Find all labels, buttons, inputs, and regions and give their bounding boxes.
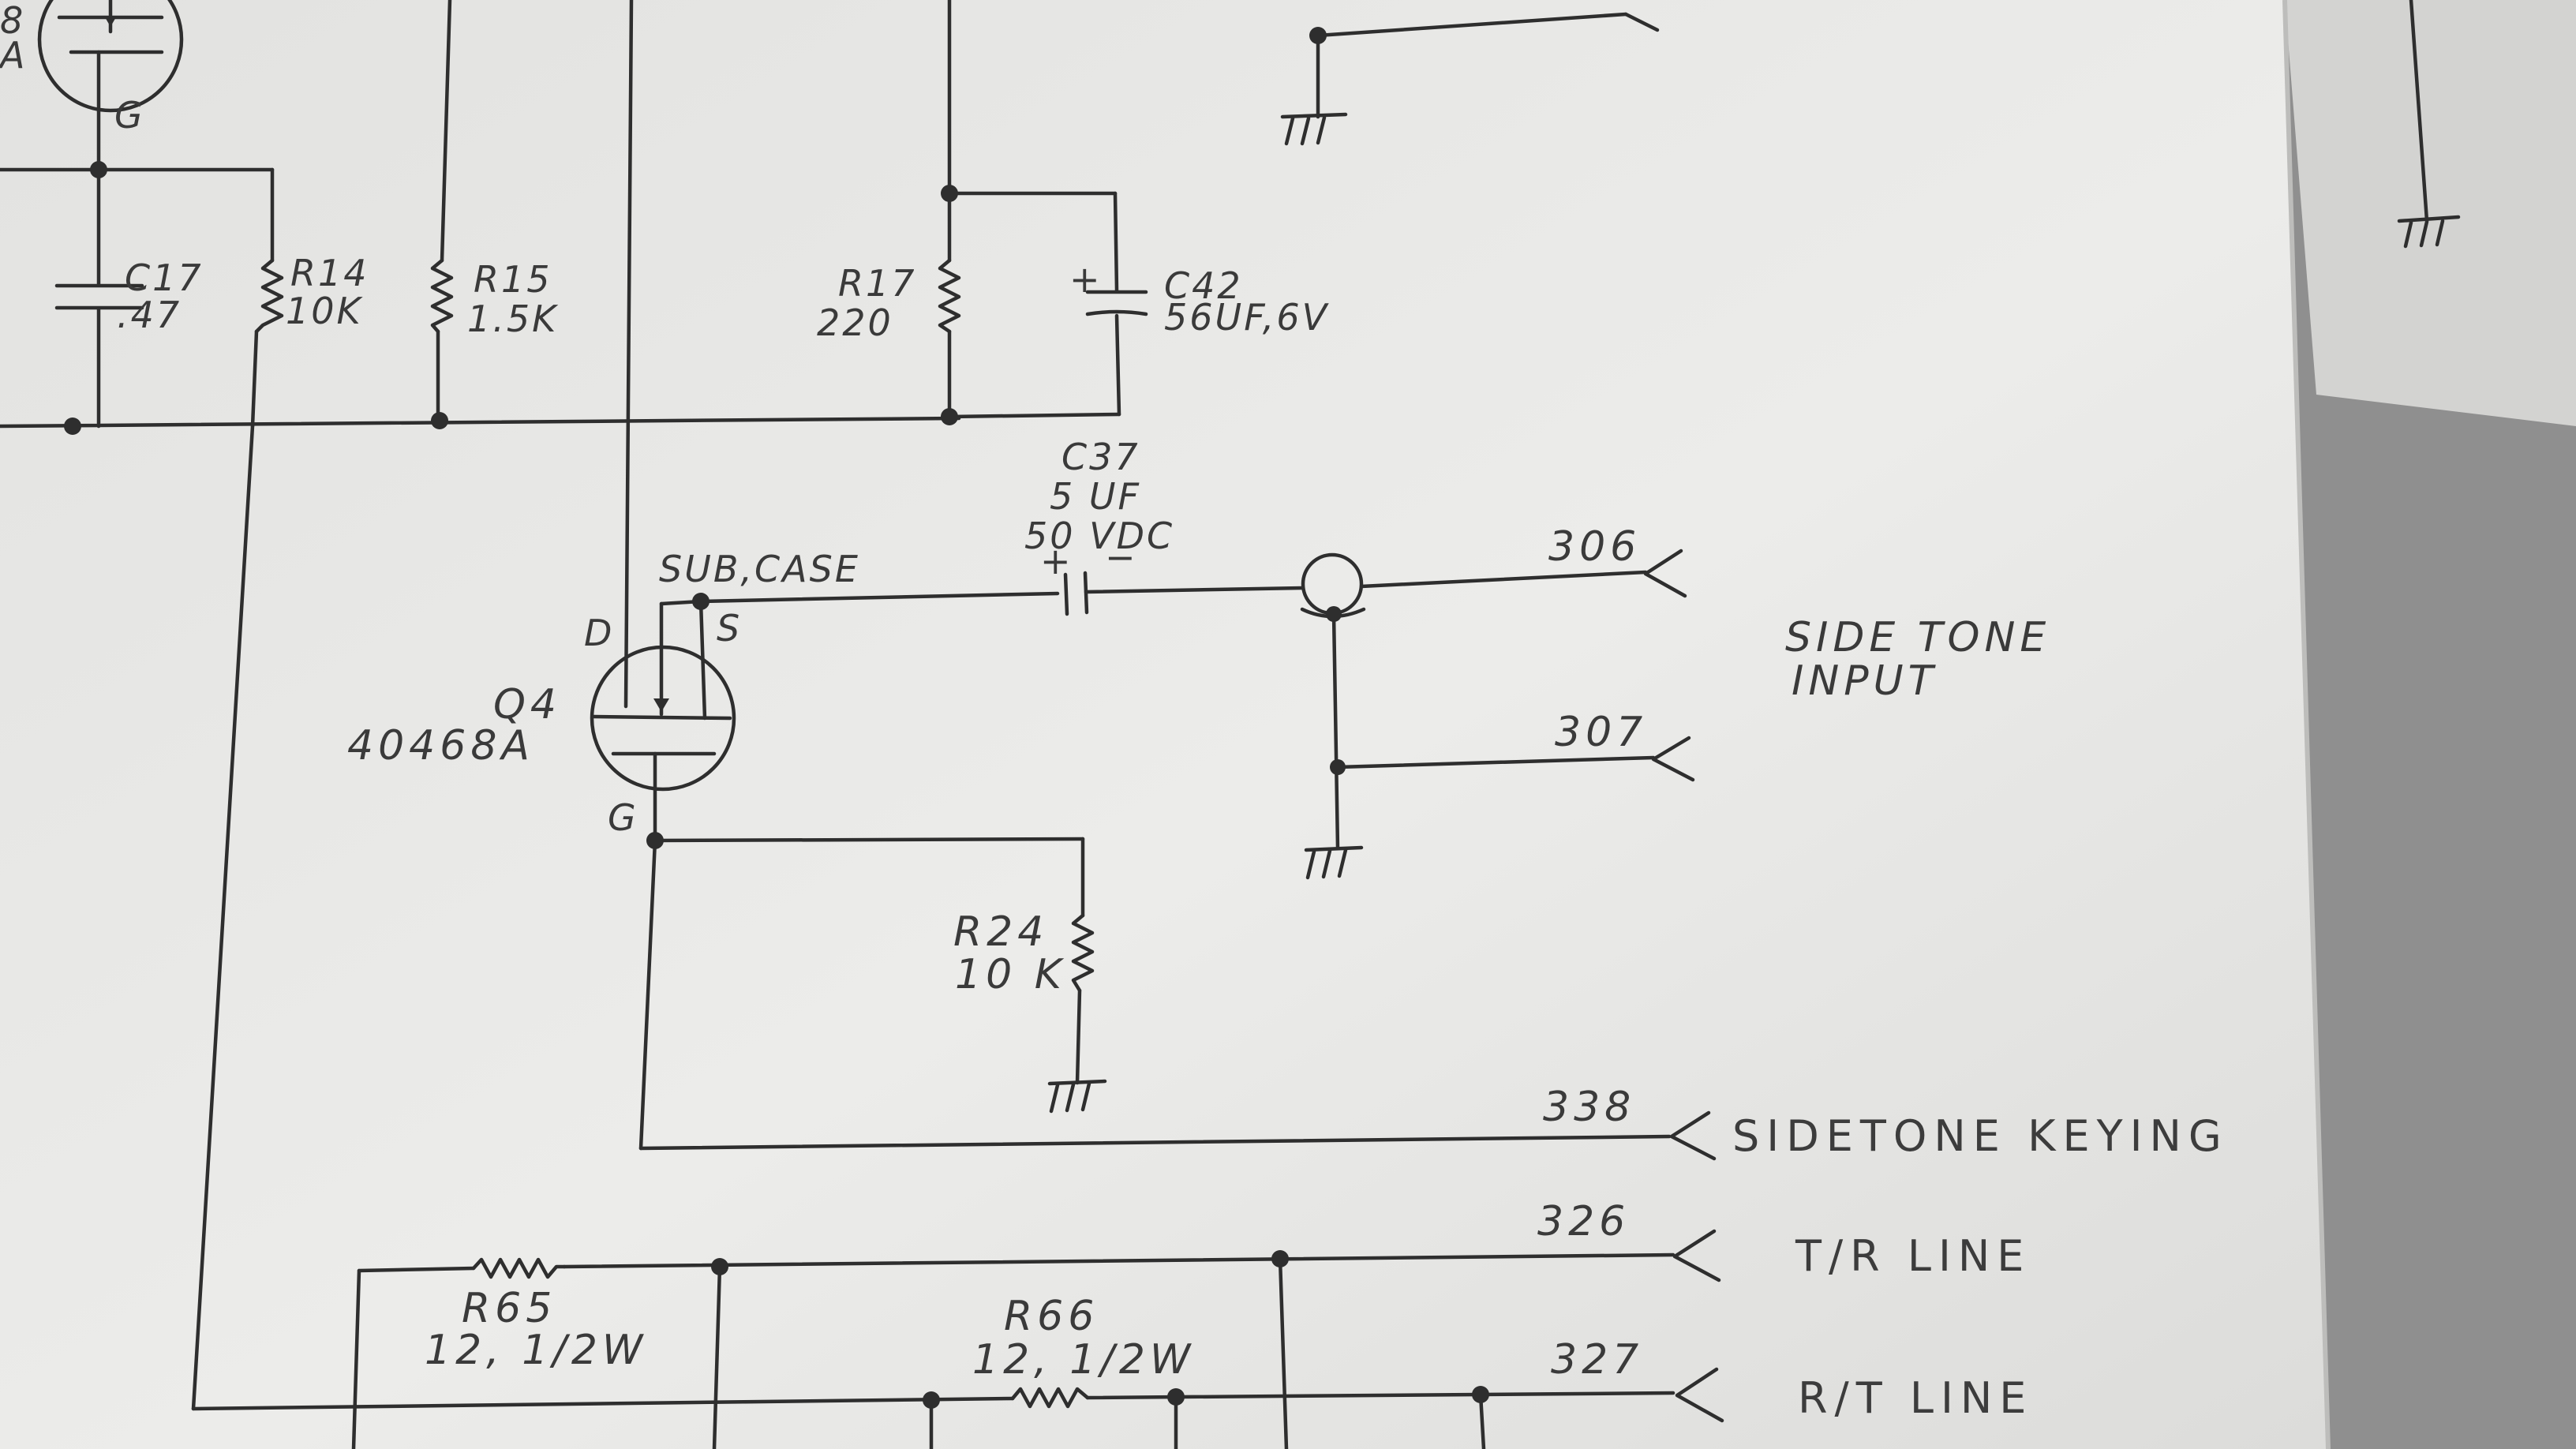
q4-gate-pin: G xyxy=(608,796,638,839)
terminal-326-arrow xyxy=(1672,1229,1721,1282)
upper-junctions xyxy=(64,27,1327,435)
c37-plus: + xyxy=(1040,540,1073,582)
terminal-307-junction xyxy=(1330,759,1346,775)
terminal-326-number: 326 xyxy=(1537,1198,1630,1245)
q4-source-pin: S xyxy=(717,607,742,650)
q4-part-number: 40468A xyxy=(347,722,534,769)
c17-capacitor xyxy=(54,283,144,310)
bottom-junctions xyxy=(711,1250,1489,1409)
terminal-306-number: 306 xyxy=(1548,523,1641,571)
top-fet-gate-label: G xyxy=(114,94,145,137)
side-tone-note-line1: SIDE TONE xyxy=(1785,614,2050,661)
terminal-326-label: T/R LINE xyxy=(1795,1231,2031,1281)
right-paper-sheet xyxy=(2285,0,2576,426)
c42-value: 56UF,6V xyxy=(1164,296,1330,339)
terminal-327-number: 327 xyxy=(1551,1336,1643,1383)
terminal-327-arrow xyxy=(1675,1367,1724,1423)
r66-ref: R66 xyxy=(1004,1293,1099,1340)
terminal-327-label: R/T LINE xyxy=(1798,1373,2033,1423)
q4-gate-junction xyxy=(646,832,664,849)
c17-value: .47 xyxy=(117,294,182,336)
q4-source-junction xyxy=(692,593,710,610)
c37-rating: 50 VDC xyxy=(1024,515,1174,557)
terminal-307-number: 307 xyxy=(1555,709,1647,756)
r65-value: 12, 1/2W xyxy=(425,1327,647,1374)
c42-polarity: + xyxy=(1069,258,1103,301)
r15-resistor xyxy=(430,258,454,334)
r66-resistor xyxy=(1010,1387,1090,1409)
c37-ref: C37 xyxy=(1061,436,1140,478)
r24-ref: R24 xyxy=(953,908,1048,956)
terminal-338-label: SIDETONE KEYING xyxy=(1732,1111,2229,1161)
c37-value: 5 UF xyxy=(1050,475,1141,518)
c17-ref: C17 xyxy=(125,256,204,299)
lower-ground-symbol xyxy=(1047,1079,1107,1114)
gate-wiring xyxy=(638,837,1672,1151)
top-fet-partial-text-1: 8 xyxy=(0,0,25,42)
side-tone-note-line2: INPUT xyxy=(1792,657,1938,705)
top-fet-partial-text-2: A xyxy=(0,34,27,77)
r65-resistor xyxy=(471,1257,567,1279)
r17-resistor xyxy=(938,258,961,334)
r14-value: 10K xyxy=(286,290,364,332)
q4-ref: Q4 xyxy=(493,681,561,728)
q4-sub-case-label: SUB,CASE xyxy=(659,548,860,590)
r14-resistor xyxy=(254,258,284,334)
top-ground-symbol xyxy=(1280,112,1348,146)
main-sheet-edge xyxy=(2282,0,2331,1449)
c42-ref: C42 xyxy=(1164,264,1243,307)
r24-resistor xyxy=(1071,913,1095,993)
c37-capacitor xyxy=(1063,571,1305,616)
r24-value: 10 K xyxy=(955,951,1066,998)
terminal-338-number: 338 xyxy=(1543,1084,1635,1131)
connector-shield-junction xyxy=(1326,606,1342,622)
r15-ref: R15 xyxy=(474,258,552,301)
terminal-306-arrow xyxy=(1643,549,1687,598)
r15-value: 1.5K xyxy=(467,298,559,340)
q4-drain-pin: D xyxy=(584,612,614,654)
c42-capacitor xyxy=(1085,290,1148,316)
terminal-307-arrow xyxy=(1651,736,1695,782)
terminal-338-arrow xyxy=(1669,1110,1717,1161)
main-paper-sheet xyxy=(0,0,2328,1449)
r14-ref: R14 xyxy=(290,252,369,294)
top-fet-symbol xyxy=(37,0,184,172)
r17-ref: R17 xyxy=(838,262,917,305)
mid-ground-symbol xyxy=(1304,845,1364,880)
r66-value: 12, 1/2W xyxy=(972,1336,1195,1383)
r65-ref: R65 xyxy=(462,1285,556,1332)
upper-wiring xyxy=(0,0,1660,1411)
c37-minus: − xyxy=(1105,536,1138,578)
bottom-wiring xyxy=(191,1252,1676,1449)
r17-value: 220 xyxy=(817,301,893,344)
right-sheet-ground xyxy=(2397,0,2461,249)
q4-mosfet xyxy=(590,599,736,843)
